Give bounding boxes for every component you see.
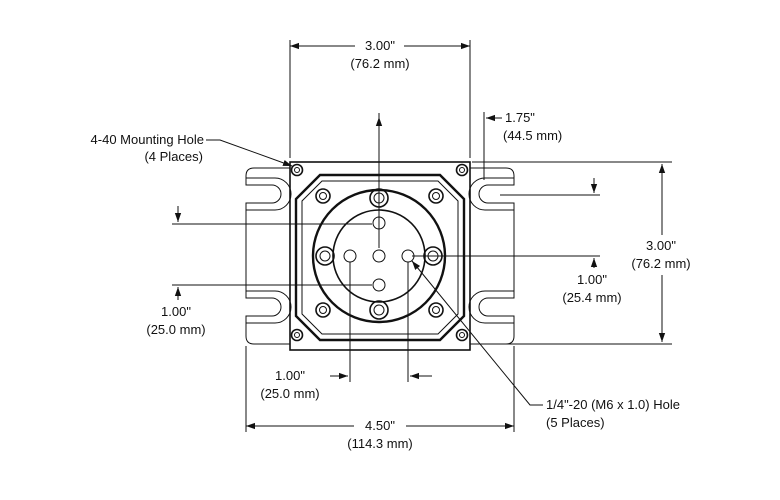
right-spacing-line2: (25.4 mm) — [562, 290, 621, 305]
slot-offset-line2: (44.5 mm) — [503, 128, 562, 143]
left-spacing-line2: (25.0 mm) — [146, 322, 205, 337]
octagon-inner — [301, 180, 459, 335]
callout-labels: 4-40 Mounting Hole (4 Places) 1/4"-20 (M… — [91, 132, 680, 430]
right-height-line1: 3.00" — [646, 238, 676, 253]
tapped-hole-bottom — [372, 278, 386, 292]
left-spacing-line1: 1.00" — [161, 304, 191, 319]
bottom-spacing-line2: (25.0 mm) — [260, 386, 319, 401]
slot-top-right — [468, 177, 514, 211]
slot-bottom-left — [246, 290, 292, 324]
slot-bottom-right — [468, 290, 514, 324]
overall-width-line2: (114.3 mm) — [347, 436, 413, 451]
dimension-labels: 3.00" (76.2 mm) 1.75" (44.5 mm) 3.00" (7… — [146, 38, 690, 451]
right-spacing-line1: 1.00" — [577, 272, 607, 287]
tapped-hole-center — [372, 249, 386, 263]
right-height-line2: (76.2 mm) — [631, 256, 690, 271]
slot-top-left — [246, 177, 292, 211]
tapped-hole-callout-line2: (5 Places) — [546, 415, 605, 430]
dimension-lines — [172, 40, 672, 432]
slot-offset-line1: 1.75" — [505, 110, 535, 125]
tapped-hole-callout-line1: 1/4"-20 (M6 x 1.0) Hole — [546, 397, 680, 412]
octagon-plate — [294, 173, 466, 342]
mounting-hole-callout-line2: (4 Places) — [144, 149, 203, 164]
bottom-spacing-line1: 1.00" — [275, 368, 305, 383]
top-width-line1: 3.00" — [365, 38, 395, 53]
mounting-hole-callout-line1: 4-40 Mounting Hole — [91, 132, 204, 147]
top-width-line2: (76.2 mm) — [350, 56, 409, 71]
overall-width-line1: 4.50" — [365, 418, 395, 433]
corner-screws — [315, 188, 444, 318]
tapped-hole-left — [343, 249, 357, 263]
mounting-holes — [290, 163, 469, 342]
